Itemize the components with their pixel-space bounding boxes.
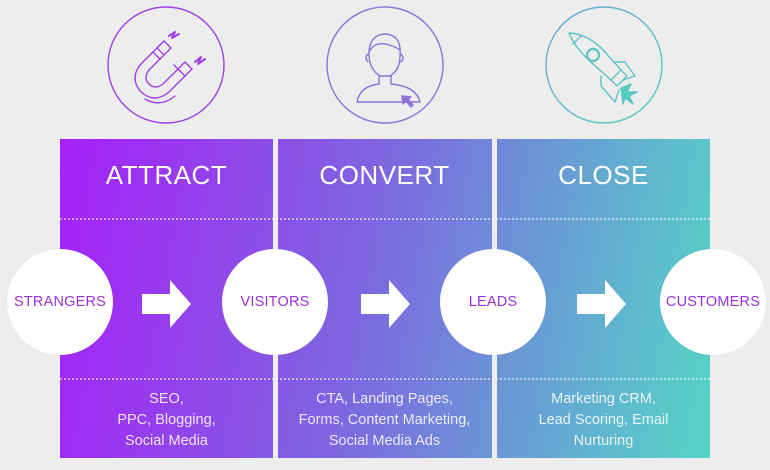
tactics-close: Marketing CRM, Lead Scoring, Email Nurtu…: [497, 389, 710, 452]
arrow-right-icon: [361, 280, 410, 328]
tactic-line: Forms, Content Marketing,: [298, 412, 471, 428]
convert-icon-circle: [324, 4, 446, 126]
tactic-line: Nurturing: [573, 433, 634, 449]
tactic-line: Social Media Ads: [328, 433, 441, 449]
magnet-icon: [107, 6, 225, 124]
arrow-right-icon: [577, 280, 626, 328]
tactics-convert: CTA, Landing Pages, Forms, Content Marke…: [278, 389, 491, 452]
user-cursor-icon: [326, 6, 444, 124]
tactic-line: Marketing CRM,: [551, 391, 656, 407]
node-visitors: VISITORS: [222, 249, 328, 355]
stage-title-close: CLOSE: [558, 160, 649, 190]
tactic-line: Social Media: [124, 433, 208, 449]
stage-title-convert: CONVERT: [319, 160, 450, 190]
node-leads: LEADS: [440, 249, 546, 355]
stage-title-attract: ATTRACT: [105, 160, 228, 190]
attract-icon-circle: [105, 4, 227, 126]
tactic-line: Lead Scoring, Email: [538, 412, 669, 428]
arrow-right-icon: [142, 280, 191, 328]
tactic-line: PPC, Blogging,: [117, 412, 216, 428]
close-icon-circle: [543, 4, 665, 126]
tactic-line: CTA, Landing Pages,: [316, 391, 453, 407]
node-customers: CUSTOMERS: [660, 249, 766, 355]
rocket-icon: [545, 6, 663, 124]
node-strangers: STRANGERS: [7, 249, 113, 355]
tactics-attract: SEO, PPC, Blogging, Social Media: [60, 389, 273, 452]
top-dashed-line: [60, 218, 710, 220]
bottom-dashed-line: [60, 378, 710, 380]
tactic-line: SEO,: [149, 391, 184, 407]
